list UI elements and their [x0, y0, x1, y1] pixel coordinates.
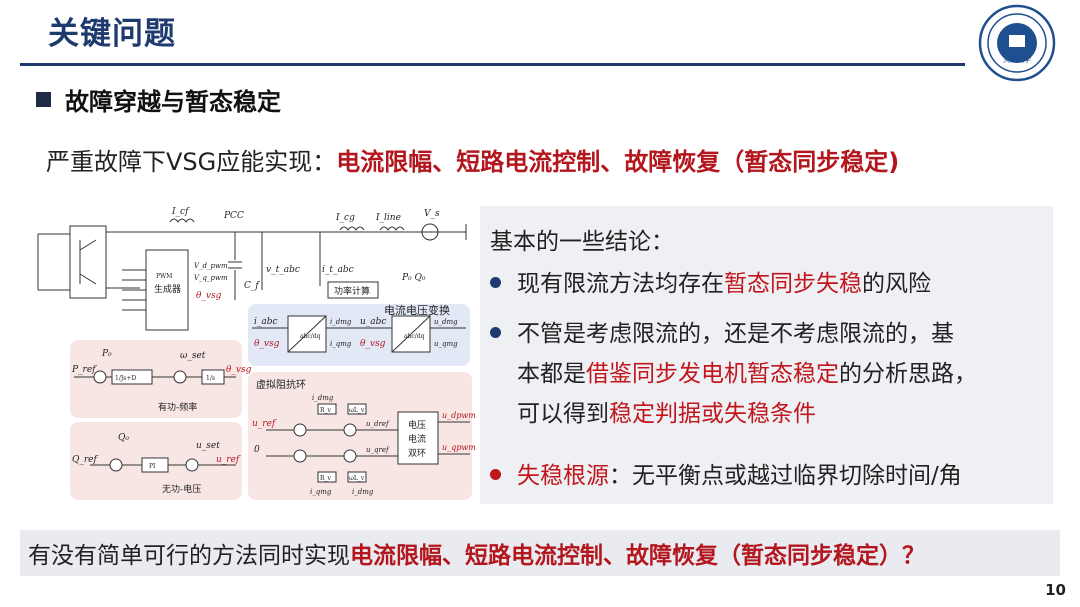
svg-text:虚拟阻抗环: 虚拟阻抗环 — [256, 378, 306, 391]
bullet-dot-icon — [490, 469, 501, 480]
svg-text:u_abc: u_abc — [360, 317, 386, 327]
svg-text:v_t_abc: v_t_abc — [266, 265, 300, 275]
svg-text:电流电压变换: 电流电压变换 — [384, 303, 450, 317]
lead-prefix: 严重故障下VSG应能实现： — [46, 148, 337, 176]
svg-text:Q₀: Q₀ — [118, 433, 129, 443]
svg-text:功率计算: 功率计算 — [334, 285, 370, 297]
bullet-dot-icon — [490, 327, 501, 338]
svg-text:PI: PI — [149, 463, 156, 470]
active-frequency-panel — [70, 340, 242, 418]
svg-text:θ_vsg: θ_vsg — [360, 339, 386, 349]
svg-text:R_v: R_v — [320, 475, 332, 482]
svg-text:无功-电压: 无功-电压 — [162, 483, 201, 495]
svg-text:u_qpwm: u_qpwm — [442, 443, 476, 452]
svg-text:P_ref: P_ref — [71, 365, 97, 375]
svg-text:i_qmg: i_qmg — [330, 340, 352, 348]
svg-text:abc/dq: abc/dq — [300, 333, 321, 340]
svg-text:1/Js+D: 1/Js+D — [115, 375, 136, 382]
svg-text:ωL_v: ωL_v — [349, 407, 365, 414]
vsg-control-diagram: I_cf PCC I_cg I_line V_s v_t_abc i_t_abc… — [37, 207, 476, 500]
svg-text:R_v: R_v — [320, 407, 332, 414]
svg-text:u_dref: u_dref — [366, 420, 390, 428]
power-calc-block — [327, 281, 379, 299]
svg-text:θ_vsg: θ_vsg — [254, 339, 280, 349]
section-heading: 故障穿越与暂态稳定 — [36, 82, 281, 117]
question-banner: 有没有简单可行的方法同时实现电流限幅、短路电流控制、故障恢复（暂态同步稳定）？ — [20, 530, 1060, 576]
svg-text:θ_vsg: θ_vsg — [196, 291, 222, 301]
svg-text:PWM: PWM — [156, 273, 172, 280]
svg-text:i_t_abc: i_t_abc — [322, 265, 354, 275]
svg-text:I_cg: I_cg — [335, 213, 355, 223]
svg-text:ω_set: ω_set — [180, 351, 206, 361]
lead-highlight: 电流限幅、短路电流控制、故障恢复（暂态同步稳定) — [336, 148, 900, 176]
page-number: 10 — [1045, 581, 1066, 599]
svg-text:I_cf: I_cf — [171, 207, 190, 217]
title-rule — [20, 63, 965, 66]
svg-text:abc/dq: abc/dq — [404, 333, 425, 340]
question-prefix: 有没有简单可行的方法同时实现 — [28, 543, 350, 569]
inverter-block — [69, 225, 107, 299]
bullet-square-icon — [36, 92, 51, 107]
section-title: 故障穿越与暂态稳定 — [65, 88, 281, 116]
svg-text:u_dmg: u_dmg — [434, 318, 458, 326]
svg-text:i_dmg: i_dmg — [312, 394, 334, 402]
svg-text:i_dmg: i_dmg — [330, 318, 352, 326]
svg-text:双环: 双环 — [408, 448, 426, 459]
svg-text:V_d_pwm: V_d_pwm — [194, 262, 228, 270]
conclusion-item-2: 不管是考虑限流的，还是不考虑限流的，基 本都是借鉴同步发电机暂态稳定的分析思路，… — [490, 314, 977, 434]
conclusions-heading: 基本的一些结论： — [490, 229, 674, 255]
svg-text:天津大学: 天津大学 — [1003, 55, 1031, 64]
svg-text:PCC: PCC — [223, 211, 244, 221]
svg-text:θ_vsg: θ_vsg — [226, 365, 252, 375]
svg-text:i_abc: i_abc — [254, 317, 278, 327]
svg-text:P₀ Q₀: P₀ Q₀ — [401, 273, 426, 283]
dual-loop-block — [397, 411, 439, 465]
question-highlight: 电流限幅、短路电流控制、故障恢复（暂态同步稳定）？ — [350, 543, 925, 569]
svg-text:1/s: 1/s — [206, 375, 215, 382]
svg-text:Q_ref: Q_ref — [72, 455, 99, 465]
svg-text:电压: 电压 — [408, 419, 426, 431]
svg-text:u_qref: u_qref — [366, 446, 390, 454]
svg-text:ωL_v: ωL_v — [349, 475, 365, 482]
svg-text:u_set: u_set — [196, 441, 220, 451]
svg-text:生成器: 生成器 — [154, 283, 181, 295]
svg-text:P₀: P₀ — [101, 349, 112, 359]
conclusion-item-1: 现有限流方法均存在暂态同步失稳的风险 — [490, 264, 931, 304]
svg-text:I_line: I_line — [375, 213, 401, 223]
svg-text:i_dmg: i_dmg — [352, 488, 374, 496]
svg-text:u_dpwm: u_dpwm — [442, 411, 476, 420]
svg-text:u_ref: u_ref — [252, 419, 277, 429]
svg-text:V_s: V_s — [424, 209, 440, 219]
svg-text:0: 0 — [254, 445, 260, 455]
conclusion-item-3: 失稳根源：无平衡点或越过临界切除时间/角 — [490, 456, 962, 496]
bullet-dot-icon — [490, 277, 501, 288]
svg-text:i_qmg: i_qmg — [310, 488, 332, 496]
virtual-impedance-panel — [248, 372, 472, 500]
university-logo: 天津大学 — [978, 4, 1056, 82]
slide-title: 关键问题 — [48, 16, 176, 52]
svg-text:C_f: C_f — [244, 281, 260, 291]
svg-text:V_q_pwm: V_q_pwm — [194, 274, 228, 282]
svg-text:u_ref: u_ref — [216, 455, 241, 465]
svg-text:有功-频率: 有功-频率 — [158, 401, 197, 413]
lead-statement: 严重故障下VSG应能实现：电流限幅、短路电流控制、故障恢复（暂态同步稳定) — [46, 142, 899, 177]
svg-text:电流: 电流 — [408, 433, 426, 445]
conclusions-panel: 基本的一些结论： 现有限流方法均存在暂态同步失稳的风险 不管是考虑限流的，还是不… — [480, 206, 1053, 504]
svg-text:u_qmg: u_qmg — [434, 340, 458, 348]
